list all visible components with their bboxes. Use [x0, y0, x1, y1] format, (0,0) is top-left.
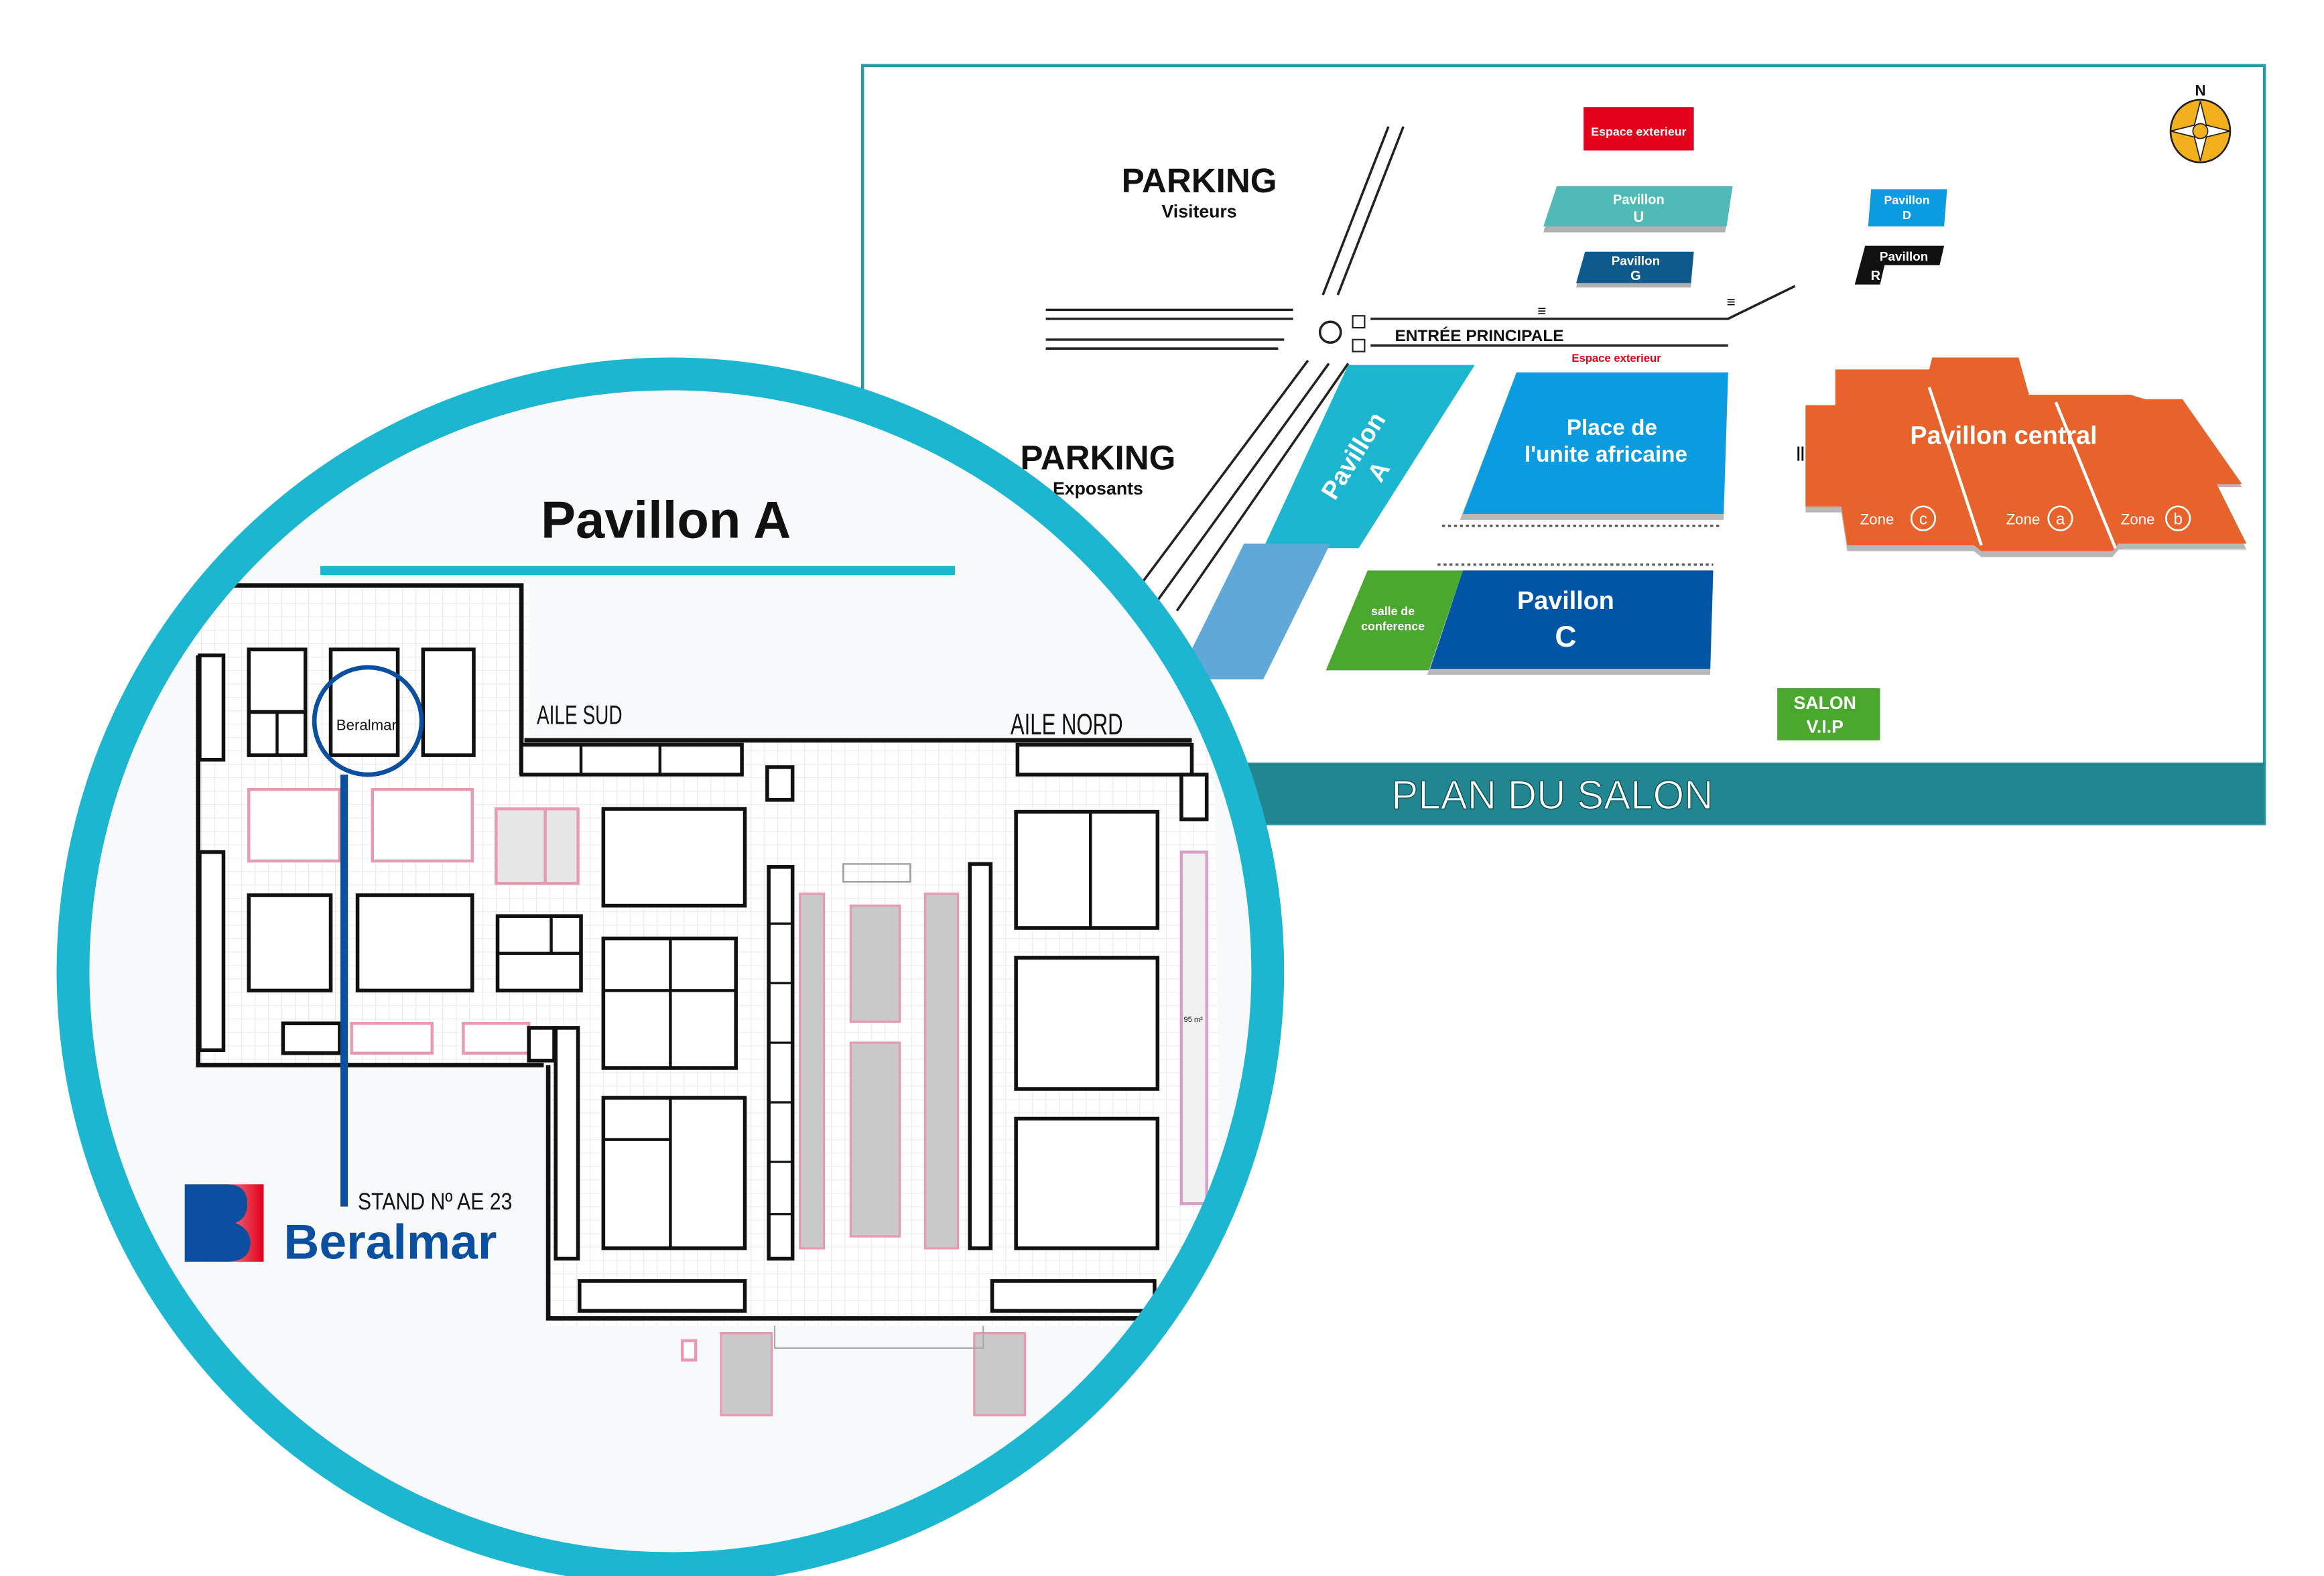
- stand-highlight-label: Beralmar: [336, 716, 397, 733]
- parking-visiteurs: PARKING Visiteurs: [1122, 161, 1277, 222]
- pavillon-c-label: Pavillon: [1517, 587, 1614, 615]
- area-label: 95 m²: [1183, 1016, 1203, 1024]
- pavillon-u-label: Pavillon: [1613, 193, 1665, 208]
- roads: ≡ ≡ |||: [1045, 126, 1809, 612]
- pavillon-r-letter: R: [1871, 269, 1881, 283]
- entrance-label: ENTRÉE PRINCIPALE: [1395, 326, 1563, 345]
- espace-exterieur-entrance: Espace exterieur: [1571, 352, 1661, 365]
- salon-vip[interactable]: SALON V.I.P: [1777, 688, 1880, 740]
- salle-de-conference[interactable]: salle de conference: [1326, 570, 1464, 671]
- parking-visiteurs-subtitle: Visiteurs: [1162, 202, 1237, 222]
- place-unite-label-2: l'unite africaine: [1525, 442, 1687, 467]
- salle-conference-label-2: conference: [1361, 619, 1425, 633]
- salon-vip-label-1: SALON: [1794, 693, 1856, 713]
- pavillon-d[interactable]: Pavillon D: [1868, 189, 1947, 226]
- pavillon-c[interactable]: Pavillon C: [1427, 570, 1714, 675]
- pavillon-c-letter: C: [1555, 620, 1576, 653]
- zone-b[interactable]: Zone b: [2121, 505, 2191, 531]
- espace-exterieur-zone[interactable]: Espace exterieur: [1584, 107, 1694, 151]
- magnifier-ring: [56, 357, 1285, 1576]
- hall-title-underline: [320, 566, 955, 576]
- place-unite-label-1: Place de: [1567, 415, 1657, 440]
- parking-exposants-title: PARKING: [1020, 438, 1175, 476]
- pavillon-a-building[interactable]: Pavillon A: [1177, 365, 1475, 679]
- pavillon-d-letter: D: [1902, 208, 1911, 222]
- pavillon-r[interactable]: Pavillon R: [1854, 245, 1945, 285]
- floor-plan: 95 m² AILE SUD AILE NORD: [194, 583, 1222, 1417]
- zone-letter: c: [1919, 511, 1927, 529]
- pavillon-g-label: Pavillon: [1612, 255, 1660, 269]
- plan-banner: PLAN DU SALON: [1244, 763, 2265, 824]
- espace-exterieur-label: Espace exterieur: [1591, 125, 1686, 138]
- salle-conference-label-1: salle de: [1371, 604, 1415, 618]
- pavillon-g[interactable]: Pavillon G: [1576, 251, 1694, 288]
- compass-north-label: N: [2195, 82, 2205, 98]
- zone-letter: a: [2056, 511, 2065, 529]
- pavillon-r-label: Pavillon: [1880, 250, 1928, 264]
- beralmar-stand[interactable]: [328, 647, 400, 757]
- hall-title: Pavillon A: [541, 492, 791, 549]
- zone-a[interactable]: Zone a: [2006, 505, 2073, 531]
- dotted-divider: [1437, 525, 1721, 566]
- zone-letter: b: [2173, 511, 2183, 529]
- zone-c[interactable]: Zone c: [1860, 505, 1937, 531]
- beralmar-logo: Beralmar: [184, 1184, 497, 1269]
- plan-banner-title: PLAN DU SALON: [1391, 773, 1713, 817]
- zone-label: Zone: [2006, 511, 2041, 528]
- aile-nord-label: AILE NORD: [1011, 708, 1123, 742]
- pavillon-g-letter: G: [1630, 269, 1641, 283]
- beralmar-logo-b-mark: [184, 1184, 251, 1262]
- salon-vip-label-2: V.I.P: [1807, 717, 1844, 737]
- pavillon-central[interactable]: Pavillon central Zone c Zone a Zone b: [1805, 357, 2247, 557]
- svg-text:≡: ≡: [1537, 302, 1546, 319]
- stand-highlight-circle[interactable]: [312, 665, 424, 777]
- place-unite-africaine[interactable]: Place de l'unite africaine: [1460, 372, 1728, 520]
- compass-icon: N: [2169, 82, 2232, 163]
- parking-visiteurs-title: PARKING: [1122, 161, 1277, 200]
- hall-detail-magnifier: 95 m² AILE SUD AILE NORD Pavillon A Bera…: [56, 357, 1285, 1576]
- pavillon-u[interactable]: Pavillon U: [1543, 186, 1733, 233]
- pavillon-u-letter: U: [1633, 208, 1644, 225]
- parking-exposants: PARKING Exposants: [1020, 438, 1175, 499]
- parking-exposants-subtitle: Exposants: [1053, 478, 1143, 499]
- pavillon-central-label: Pavillon central: [1910, 421, 2097, 450]
- beralmar-logo-text: Beralmar: [283, 1214, 497, 1269]
- pavillon-d-label: Pavillon: [1884, 194, 1929, 207]
- zone-label: Zone: [2121, 511, 2155, 528]
- svg-text:≡: ≡: [1727, 293, 1736, 310]
- stand-number-label: STAND Nº AE 23: [358, 1188, 513, 1215]
- aile-sud-label: AILE SUD: [537, 701, 623, 730]
- zone-label: Zone: [1860, 511, 1894, 528]
